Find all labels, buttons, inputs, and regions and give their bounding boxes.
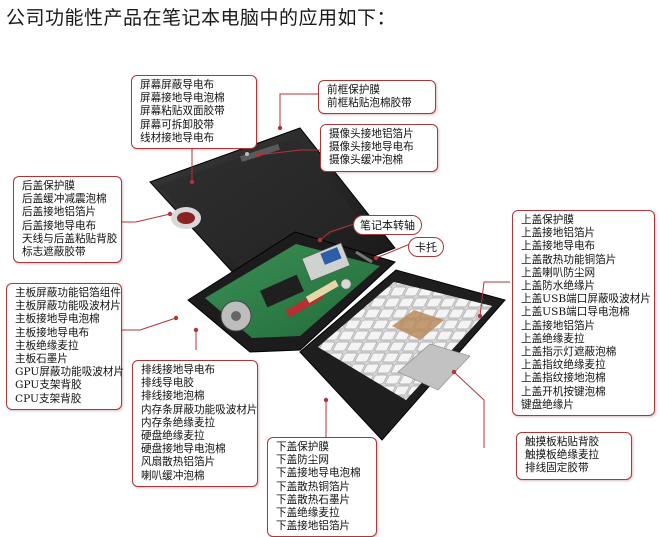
callout-line: 上盖保护膜 [521, 214, 574, 226]
callout-line: 上盖指示灯遮蔽泡棉 [521, 346, 617, 359]
callout-line: 上盖USB端口导电泡棉 [521, 306, 630, 319]
callout-bezel: 前框保护膜前框粘贴泡棉胶带 [318, 80, 436, 115]
callout-line: 下盖绝缘麦拉 [276, 507, 340, 520]
label-card-holder: 卡托 [408, 237, 444, 257]
callout-top-cover: 上盖保护膜上盖接地铝箔片上盖接地导电布上盖散热功能铜箔片上盖喇叭防尘网上盖防水绝… [512, 210, 655, 417]
callout-line: 排线接地泡棉 [141, 390, 205, 403]
callout-line: 前框保护膜 [327, 84, 380, 96]
callout-line: 天线与后盖粘贴背胶 [22, 232, 118, 245]
camera-icon [245, 152, 249, 156]
callout-line: 上盖绝缘麦拉 [521, 332, 585, 345]
callout-camera: 摄像头接地铝箔片摄像头接地导电布摄像头缓冲泡棉 [320, 124, 438, 172]
callout-line: CPU支架背胶 [15, 392, 82, 405]
callout-line: 线材接地导电布 [140, 131, 215, 144]
callout-line: GPU支架背胶 [15, 379, 82, 392]
callout-line: 后盖接地铝箔片 [22, 206, 97, 219]
callout-line: 主板石墨片 [15, 353, 68, 366]
callout-line: 键盘绝缘片 [521, 398, 574, 411]
callout-bottom-cover: 下盖保护膜下盖防尘网下盖接地导电泡棉下盖散热铜箔片下盖散热石墨片下盖绝缘麦拉下盖… [267, 437, 377, 537]
callout-line: 下盖散热石墨片 [276, 493, 351, 506]
touchpad-icon [397, 343, 471, 391]
callout-line: 上盖防水绝缘片 [521, 280, 596, 293]
callout-line: 排线导电胶 [141, 377, 194, 390]
callout-line: 内存条屏蔽功能吸波材片 [141, 403, 258, 416]
callout-line: 排线接地导电布 [141, 364, 216, 376]
callout-line: 排线固定胶带 [525, 462, 589, 475]
callout-line: 主板接地导电泡棉 [15, 313, 100, 326]
callout-line: 上盖接地铝箔片 [521, 319, 596, 332]
label-hinge: 笔记本转轴 [353, 215, 422, 235]
callout-line: 硬盘接地导电泡棉 [141, 443, 226, 456]
hinge-icon [355, 250, 373, 264]
callout-line: 触摸板绝缘麦拉 [525, 449, 600, 462]
callout-line: 上盖散热功能铜箔片 [521, 253, 617, 266]
callout-line: 下盖保护膜 [276, 441, 329, 453]
callout-line: 内存条绝缘麦拉 [141, 416, 216, 429]
callout-line: 下盖散热铜箔片 [276, 480, 351, 493]
callout-line: 上盖接地铝箔片 [521, 227, 596, 240]
callout-touchpad: 触摸板粘贴背胶触摸板绝缘麦拉排线固定胶带 [516, 432, 632, 480]
callout-line: 喇叭缓冲泡棉 [141, 469, 205, 482]
callout-line: 后盖缓冲减震泡棉 [22, 193, 107, 206]
callout-line: 下盖接地导电泡棉 [276, 467, 361, 480]
callout-line: 上盖USB端口屏蔽吸波材片 [521, 293, 651, 306]
laptop-base [187, 231, 396, 353]
callout-line: 后盖保护膜 [22, 180, 75, 192]
callout-line: 前框粘贴泡棉胶带 [327, 97, 412, 110]
callout-line: 主板屏蔽功能吸波材片 [15, 300, 121, 313]
laptop-top-cover [299, 269, 506, 441]
callout-line: 摄像头缓冲泡棉 [329, 154, 404, 167]
callout-line: 下盖接地铝箔片 [276, 520, 351, 533]
callout-line: 摄像头接地铝箔片 [329, 128, 414, 140]
callout-line: 屏幕接地导电泡棉 [140, 92, 225, 105]
callout-line: 屏幕粘贴双面胶带 [140, 105, 225, 118]
callout-line: 触摸板粘贴背胶 [525, 436, 600, 448]
callout-line: 风扇散热铝箔片 [141, 456, 216, 469]
callout-line: 上盖喇叭防尘网 [521, 266, 596, 279]
callout-line: 主板绝缘麦拉 [15, 339, 79, 352]
callout-line: 主板接地导电布 [15, 326, 90, 339]
callout-cable: 排线接地导电布排线导电胶排线接地泡棉内存条屏蔽功能吸波材片内存条绝缘麦拉硬盘绝缘… [132, 360, 258, 487]
callout-line: 上盖接地导电布 [521, 240, 596, 253]
callout-line: 下盖防尘网 [276, 454, 329, 467]
callout-line: 主板屏蔽功能铝箔组件 [15, 287, 121, 299]
callout-back-cover: 后盖保护膜后盖缓冲减震泡棉后盖接地铝箔片后盖接地导电布天线与后盖粘贴背胶标志遮蔽… [13, 176, 122, 264]
callout-line: 硬盘绝缘麦拉 [141, 430, 205, 443]
callout-line: 屏幕屏蔽导电布 [140, 79, 215, 91]
callout-line: 摄像头接地导电布 [329, 141, 414, 154]
callout-line: 后盖接地导电布 [22, 219, 97, 232]
callout-line: 屏幕可拆卸胶带 [140, 118, 215, 131]
page-title: 公司功能性产品在笔记本电脑中的应用如下： [6, 7, 397, 29]
callout-line: 上盖开机按键泡棉 [521, 385, 606, 398]
callout-line: GPU屏蔽功能吸波材片 [15, 366, 125, 379]
leader-dots [167, 125, 483, 403]
callout-screen: 屏幕屏蔽导电布屏幕接地导电泡棉屏幕粘贴双面胶带屏幕可拆卸胶带线材接地导电布 [131, 75, 257, 150]
callout-line: 上盖指纹接地泡棉 [521, 372, 606, 385]
callout-line: 标志遮蔽胶带 [22, 246, 86, 259]
callout-mainboard: 主板屏蔽功能铝箔组件主板屏蔽功能吸波材片主板接地导电泡棉主板接地导电布主板绝缘麦… [6, 283, 125, 410]
callout-line: 上盖指纹绝缘麦拉 [521, 359, 606, 372]
